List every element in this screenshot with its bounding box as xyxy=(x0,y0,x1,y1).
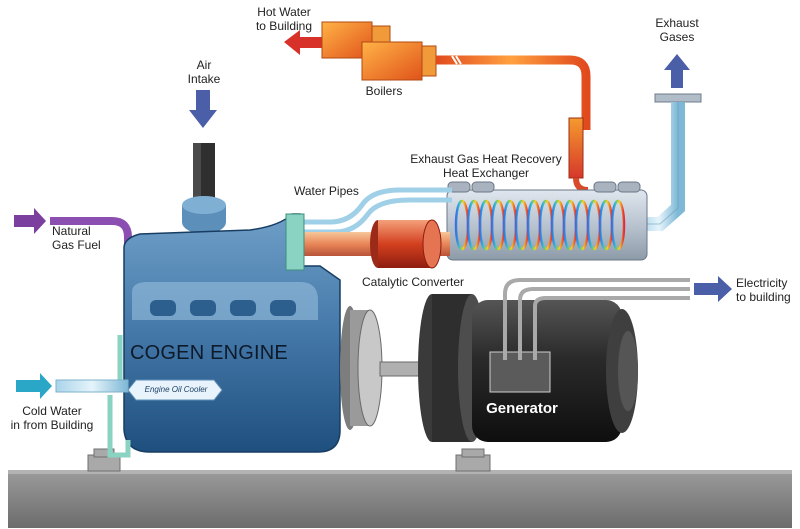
pipe-break-mark xyxy=(451,55,462,65)
engine-flange xyxy=(285,213,305,271)
electrical-leads xyxy=(503,278,690,360)
cogen-engine-label: COGEN ENGINE xyxy=(130,342,288,364)
air-intake-graphic xyxy=(182,143,226,234)
air-intake-arrow-icon xyxy=(189,90,217,128)
cold-water-arrow-icon xyxy=(16,373,52,399)
natural-gas-pipe xyxy=(50,217,132,258)
coupling-graphic xyxy=(340,306,425,430)
cold-water-pipe xyxy=(55,379,129,393)
water-pipes-label: Water Pipes xyxy=(294,184,359,198)
electricity-arrow-icon xyxy=(694,276,732,302)
exhaust-stack-cap xyxy=(654,93,702,103)
water-pipes-graphic xyxy=(300,187,452,235)
engine-oil-cooler-label: Engine Oil Cooler xyxy=(144,385,208,394)
generator-graphic xyxy=(418,294,638,442)
catalytic-converter-label: Catalytic Converter xyxy=(362,275,465,289)
coolant-pipe xyxy=(107,395,131,458)
catalytic-converter-graphic xyxy=(370,219,442,269)
engine-mounts xyxy=(87,448,491,472)
hot-water-arrow-icon xyxy=(284,30,325,55)
base-slab xyxy=(8,472,792,528)
exhaust-gases-arrow-icon xyxy=(664,54,690,88)
natural-gas-arrow-icon xyxy=(14,208,46,234)
hot-water-pipe xyxy=(436,55,591,130)
engine-cylinder-ribs xyxy=(150,300,296,316)
hot-water-connector xyxy=(573,177,589,193)
boilers-label: Boilers xyxy=(365,84,403,98)
boilers-graphic xyxy=(321,21,437,81)
heat-exchanger-graphic xyxy=(446,181,648,261)
generator-label: Generator xyxy=(486,400,558,417)
base-slab-top xyxy=(8,470,792,474)
engine-oil-cooler-graphic xyxy=(127,379,223,401)
